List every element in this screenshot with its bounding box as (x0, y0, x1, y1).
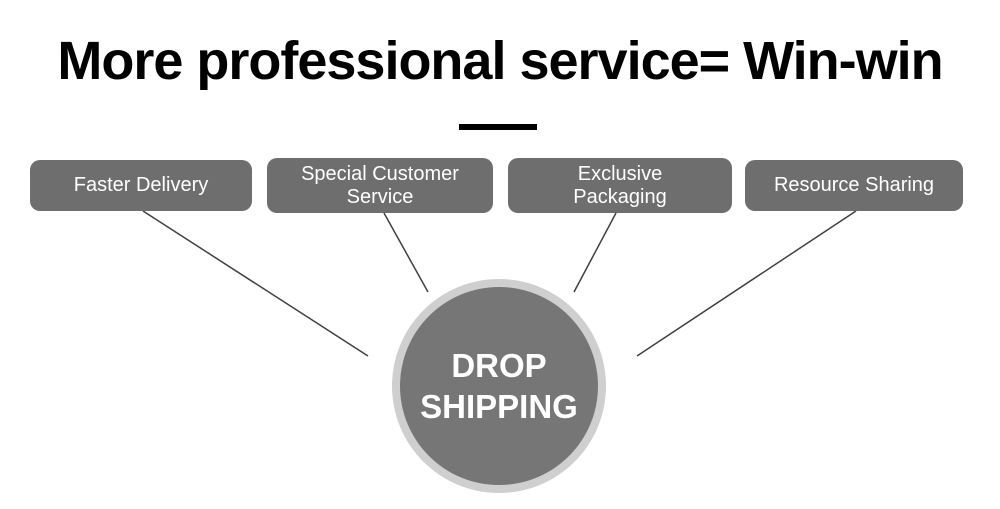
drop-shipping-circle: DROP SHIPPING (392, 279, 606, 493)
connector-line-faster-delivery (142, 210, 369, 357)
connector-line-special-customer-service (383, 212, 429, 293)
connector-line-exclusive-packaging (573, 212, 617, 293)
feature-box-special-customer-service: Special Customer Service (267, 158, 493, 213)
feature-box-exclusive-packaging: Exclusive Packaging (508, 158, 732, 213)
page-title: More professional service= Win-win (57, 31, 943, 91)
feature-label: Special Customer Service (301, 162, 459, 208)
feature-label: Exclusive Packaging (573, 162, 667, 208)
title-underline (459, 124, 537, 130)
feature-box-faster-delivery: Faster Delivery (30, 160, 252, 211)
drop-shipping-circle-inner: DROP SHIPPING (400, 287, 598, 485)
circle-label-line2: SHIPPING (420, 388, 578, 425)
connector-line-resource-sharing (636, 210, 857, 357)
circle-label-line1: DROP (451, 346, 547, 384)
feature-label: Faster Delivery (73, 174, 209, 196)
feature-label: Resource Sharing (773, 174, 935, 196)
feature-box-resource-sharing: Resource Sharing (745, 160, 963, 211)
